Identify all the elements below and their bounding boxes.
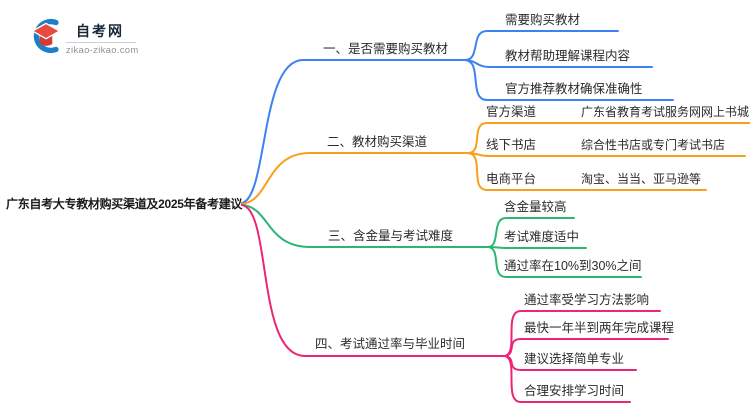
branch-4-child-2-line <box>504 338 669 357</box>
branch-3-child-2: 考试难度适中 <box>504 230 580 244</box>
branch-3-child-3: 通过率在10%到30%之间 <box>504 259 642 273</box>
branch-1-child-3: 官方推荐教材确保准确性 <box>505 82 643 96</box>
branch-4-label: 四、考试通过率与毕业时间 <box>315 337 466 351</box>
branch-4-child-1: 通过率受学习方法影响 <box>524 293 650 307</box>
logo-site-name: 自考网 <box>76 23 124 39</box>
branch-2-grandchild-3: 淘宝、当当、亚马逊等 <box>581 172 702 186</box>
graduation-cap-icon <box>31 18 61 54</box>
branch-2-grandchild-2: 综合性书店或专门考试书店 <box>581 138 726 152</box>
branch-4-curve <box>241 204 506 357</box>
branch-2-child-1-line <box>467 122 750 154</box>
branch-2-child-1: 官方渠道 <box>486 105 537 119</box>
branch-1-child-1-line <box>464 30 619 61</box>
branch-4-child-3: 建议选择简单专业 <box>524 352 625 366</box>
branch-3-label: 三、含金量与考试难度 <box>328 229 454 243</box>
branch-2-label: 二、教材购买渠道 <box>327 135 428 149</box>
branch-1-child-1: 需要购买教材 <box>505 13 581 27</box>
branch-3-child-1: 含金量较高 <box>504 200 567 214</box>
branch-1-label: 一、是否需要购买教材 <box>323 42 449 56</box>
branch-4-child-4-line <box>504 355 631 403</box>
branch-1-child-2: 教材帮助理解课程内容 <box>505 49 631 63</box>
branch-4-child-4: 合理安排学习时间 <box>524 384 625 398</box>
logo-domain-text: zikao-zikao.com <box>66 45 139 56</box>
branch-3-child-2-line <box>487 246 587 249</box>
branch-2-child-2-line <box>467 152 746 157</box>
branch-2-curve <box>241 152 469 205</box>
branch-2-child-2: 线下书店 <box>486 138 537 152</box>
branch-3-child-1-line <box>487 217 575 248</box>
branch-2-grandchild-1: 广东省教育考试服务网网上书城 <box>581 105 750 119</box>
logo-divider <box>66 42 136 43</box>
branch-2-child-3-line <box>467 152 707 191</box>
branch-3-curve <box>241 204 489 248</box>
branch-1-curve <box>241 59 466 204</box>
branch-3-child-3-line <box>487 246 642 278</box>
branch-4-child-2: 最快一年半到两年完成课程 <box>524 321 675 335</box>
branch-1-child-3-line <box>464 59 674 101</box>
branch-2-child-3: 电商平台 <box>486 172 537 186</box>
central-topic: 广东自考大专教材购买渠道及2025年备考建议 <box>6 197 243 211</box>
